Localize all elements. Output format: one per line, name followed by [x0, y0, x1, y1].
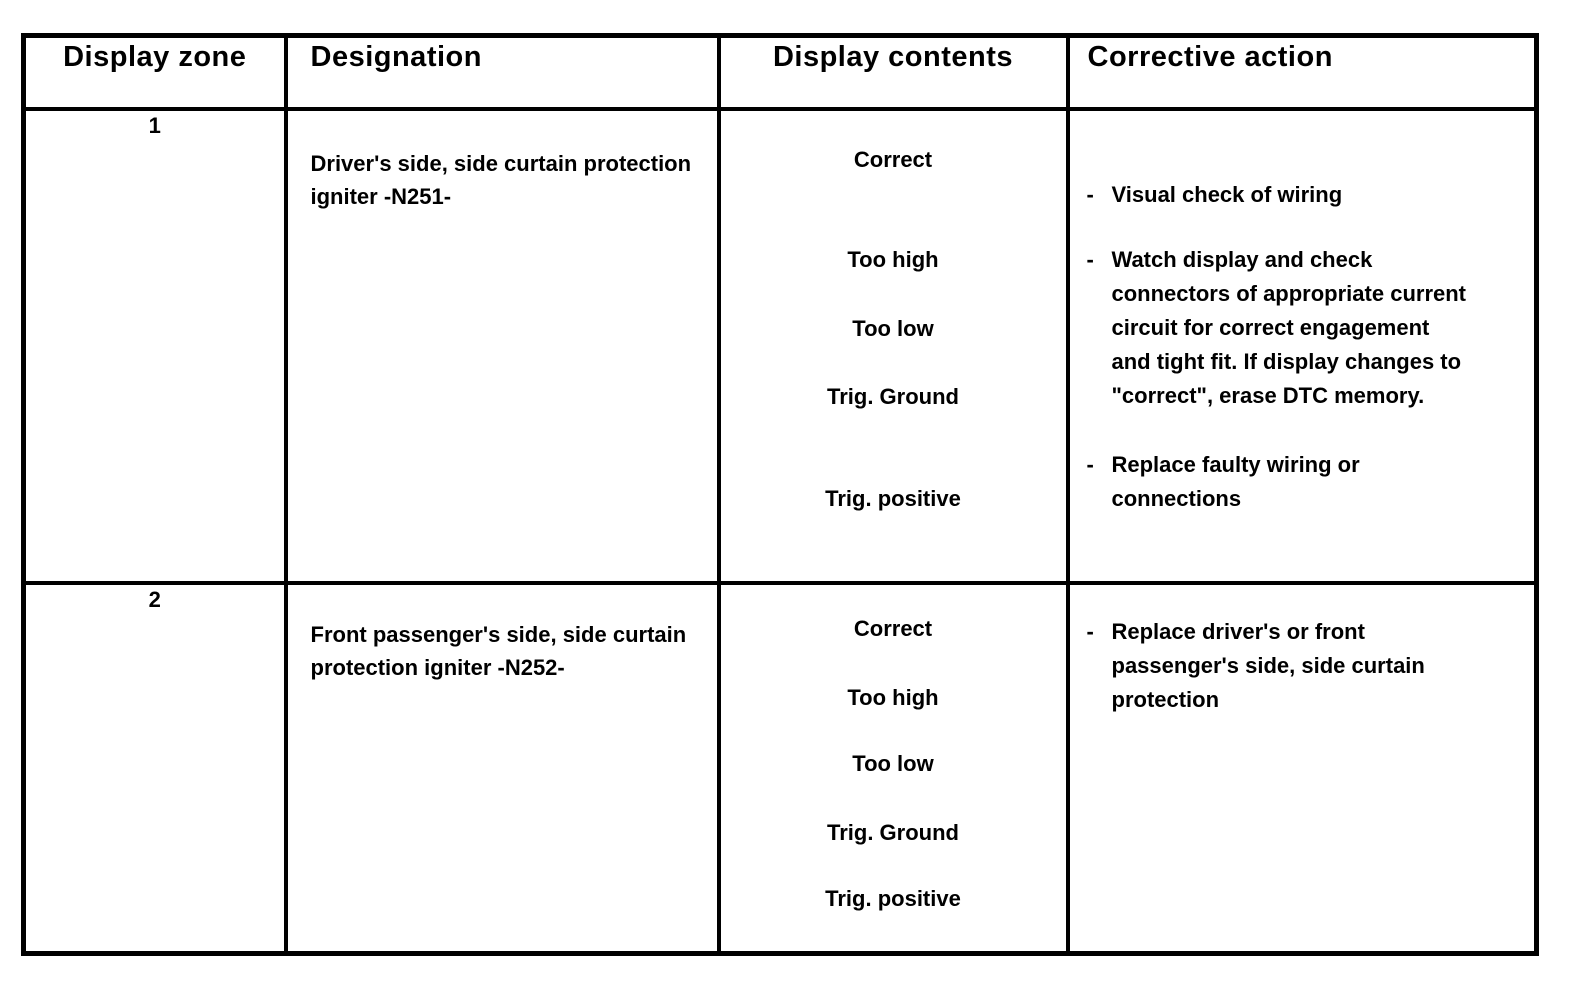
corrective-action-item: - Replace driver's or front passenger's … — [1086, 615, 1533, 717]
display-content-item: Trig. Ground — [827, 819, 959, 845]
corrective-action-text: Visual check of wiring — [1111, 181, 1343, 207]
col-header-display-zone: Display zone — [21, 33, 288, 111]
corrective-action-cell: - Replace driver's or front passenger's … — [1065, 580, 1539, 956]
display-contents-cell: Correct Too high Too low Trig. Ground Tr… — [716, 580, 1070, 956]
corrective-action-text: Replace faulty wiring or connections — [1111, 451, 1360, 511]
zone-cell: 1 — [21, 106, 288, 585]
corrective-action-cell: - Visual check of wiring - Watch display… — [1065, 106, 1539, 585]
display-content-item: Trig. positive — [825, 885, 961, 911]
corrective-action-item: - Visual check of wiring — [1086, 178, 1533, 212]
corrective-action-item: - Watch display and check connectors of … — [1086, 243, 1533, 413]
corrective-action-text: Replace driver's or front passenger's si… — [1111, 618, 1425, 712]
table-row-zone-1: 1 Driver's side, side curtain protection… — [21, 106, 1539, 585]
display-content-item: Too high — [847, 246, 939, 272]
designation-text: Driver's side, side curtain protection i… — [310, 150, 692, 209]
display-content-item: Correct — [853, 615, 933, 641]
display-content-item: Too low — [852, 750, 934, 776]
display-content-item: Too low — [852, 315, 934, 341]
display-content-item: Trig. Ground — [827, 383, 959, 409]
designation-cell: Driver's side, side curtain protection i… — [283, 106, 721, 585]
dash-bullet: - — [1086, 246, 1094, 272]
corrective-action-item: - Replace faulty wiring or connections — [1086, 448, 1533, 516]
col-header-display-contents: Display contents — [716, 33, 1070, 111]
display-contents-cell: Correct Too high Too low Trig. Ground Tr… — [716, 106, 1070, 585]
dash-bullet: - — [1086, 451, 1094, 477]
zone-cell: 2 — [21, 580, 288, 956]
designation-cell: Front passenger's side, side curtain pro… — [283, 580, 721, 956]
table-row-zone-2: 2 Front passenger's side, side curtain p… — [21, 580, 1539, 956]
col-header-designation: Designation — [283, 33, 721, 111]
dash-bullet: - — [1086, 181, 1094, 207]
zone-number: 1 — [148, 112, 161, 138]
designation-text: Front passenger's side, side curtain pro… — [310, 621, 687, 680]
diagnostic-display-table: Display zone Designation Display content… — [21, 33, 1539, 956]
display-content-item: Too high — [847, 684, 939, 710]
col-header-corrective-action: Corrective action — [1065, 33, 1539, 111]
display-content-item: Trig. positive — [825, 485, 961, 511]
header-row: Display zone Designation Display content… — [21, 33, 1539, 111]
dash-bullet: - — [1086, 618, 1094, 644]
display-content-item: Correct — [853, 146, 933, 172]
corrective-action-text: Watch display and check connectors of ap… — [1111, 246, 1467, 408]
zone-number: 2 — [148, 586, 161, 612]
